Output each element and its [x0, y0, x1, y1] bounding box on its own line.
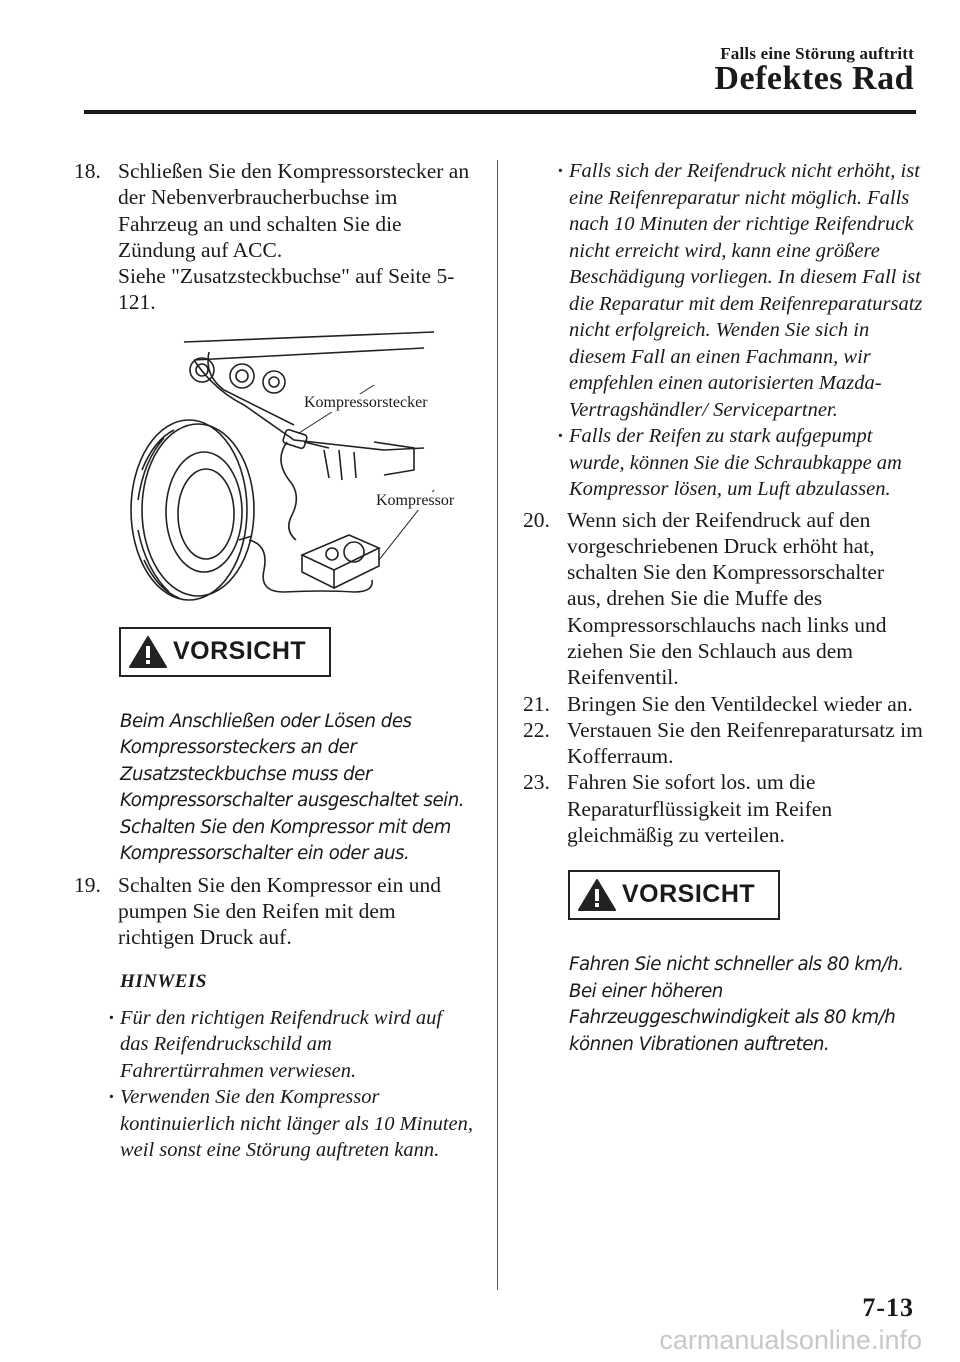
step-number: 20. — [523, 507, 550, 532]
step-22: 22. Verstauen Sie den Reifenreparatursat… — [523, 717, 923, 770]
note-item: ·Verwenden Sie den Kompressor kontinuier… — [108, 1086, 474, 1162]
note-item: ·Für den richtigen Reifendruck wird auf … — [108, 1006, 443, 1082]
step-text: Fahren Sie sofort los. um die Reparaturf… — [567, 770, 833, 848]
step-19: 19. Schalten Sie den Kompressor ein und … — [74, 872, 474, 951]
step-text: Verstauen Sie den Reifenreparatursatz im… — [567, 717, 923, 769]
figure-label-compressor: Kompressor — [374, 491, 457, 510]
note-list: ·Für den richtigen Reifendruck wird auf … — [74, 1005, 474, 1164]
bullet-dot-icon: · — [108, 1086, 115, 1109]
chapter-title: Falls eine Störung auftritt — [720, 44, 914, 63]
step-text: Schalten Sie den Kompressor ein und pump… — [118, 872, 442, 950]
step-18: 18. Schließen Sie den Kompressorstecker … — [74, 158, 474, 316]
left-column: 18. Schließen Sie den Kompressorstecker … — [74, 158, 474, 1164]
right-column: ·Falls sich der Reifendruck nicht erhöht… — [523, 158, 923, 1058]
section-title: Defektes Rad — [714, 60, 914, 97]
note-heading: HINWEIS — [120, 970, 207, 992]
step-number: 21. — [523, 691, 550, 716]
step-20: 20. Wenn sich der Reifendruck auf den vo… — [523, 507, 923, 691]
caution-label: VORSICHT — [173, 636, 307, 665]
note-item: ·Falls der Reifen zu stark aufgepumpt wu… — [557, 425, 902, 500]
caution-text: Fahren Sie nicht schneller als 80 km/h. … — [569, 954, 904, 1055]
step-21: 21. Bringen Sie den Ventildeckel wieder … — [523, 691, 923, 717]
compressor-illustration: Kompressorstecker Kompressor — [124, 330, 484, 605]
step-number: 22. — [523, 717, 550, 742]
caution-badge: VORSICHT — [568, 870, 780, 921]
figure-label-plug: Kompressorstecker — [302, 393, 430, 412]
step-text: Wenn sich der Reifendruck auf den vorges… — [567, 507, 887, 690]
caution-text: Beim Anschließen oder Lösen des Kompress… — [120, 710, 465, 865]
step-text: Bringen Sie den Ventildeckel wieder an. — [567, 691, 913, 716]
column-divider — [497, 160, 498, 1290]
note-item: ·Falls sich der Reifendruck nicht erhöht… — [557, 160, 923, 421]
caution-badge: VORSICHT — [119, 626, 331, 677]
bullet-dot-icon: · — [108, 1006, 115, 1029]
step-number: 23. — [523, 770, 550, 795]
step-number: 19. — [74, 872, 101, 897]
bullet-dot-icon: · — [557, 160, 564, 182]
note-list-continued: ·Falls sich der Reifendruck nicht erhöht… — [523, 158, 923, 503]
bullet-dot-icon: · — [557, 425, 564, 447]
step-text: Schließen Sie den Kompressorstecker an d… — [118, 159, 470, 262]
caution-label: VORSICHT — [622, 880, 756, 909]
page-reference: Siehe "Zusatzsteckbuchse" auf Seite 5-12… — [118, 264, 455, 315]
warning-triangle-icon — [578, 879, 616, 912]
step-23: 23. Fahren Sie sofort los. um die Repara… — [523, 769, 923, 848]
tire-compressor-drawing — [130, 330, 435, 601]
step-number: 18. — [74, 159, 101, 183]
header-rule — [84, 110, 916, 114]
page-number: 7-13 — [862, 1293, 914, 1322]
warning-triangle-icon — [129, 635, 167, 668]
watermark: carmanualsonline.info — [659, 1325, 922, 1355]
